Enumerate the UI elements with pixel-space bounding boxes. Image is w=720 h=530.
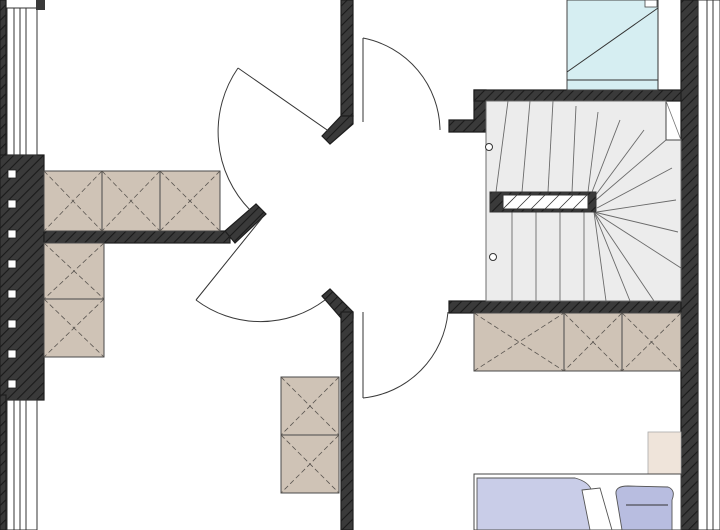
door-arc-icon bbox=[195, 217, 326, 323]
wall-center-bottom bbox=[340, 311, 354, 530]
nightstand bbox=[647, 431, 682, 475]
bed-icon bbox=[473, 473, 682, 530]
left-wall-top bbox=[0, 0, 7, 161]
door-arc-icon bbox=[362, 37, 441, 131]
wall-pier-notches bbox=[7, 169, 17, 389]
cabinet-row-top-left bbox=[43, 170, 221, 232]
right-wall-windows bbox=[697, 0, 720, 530]
left-wall-pier bbox=[0, 154, 45, 401]
cabinet-column-center bbox=[280, 376, 340, 494]
left-exterior-wall bbox=[0, 0, 45, 530]
window-icon bbox=[6, 399, 38, 530]
staircase-icon bbox=[485, 100, 682, 302]
door-arc-icon bbox=[362, 311, 449, 399]
interior-walls bbox=[43, 0, 699, 530]
shower-icon bbox=[566, 0, 659, 91]
right-exterior-wall bbox=[680, 0, 699, 530]
window-icon bbox=[6, 0, 45, 156]
wall-stair-top bbox=[473, 89, 683, 102]
wall-stair-bottom bbox=[448, 300, 683, 314]
door-arc-icon bbox=[217, 67, 331, 211]
wall-center-top-jamb bbox=[321, 115, 354, 145]
wall-left-room bbox=[43, 230, 231, 244]
wall-angled-left bbox=[224, 203, 267, 244]
cabinet-row-right bbox=[473, 312, 682, 372]
left-wall-bottom bbox=[0, 394, 7, 530]
wall-center-top bbox=[340, 0, 354, 117]
cabinet-column-left bbox=[43, 242, 105, 358]
